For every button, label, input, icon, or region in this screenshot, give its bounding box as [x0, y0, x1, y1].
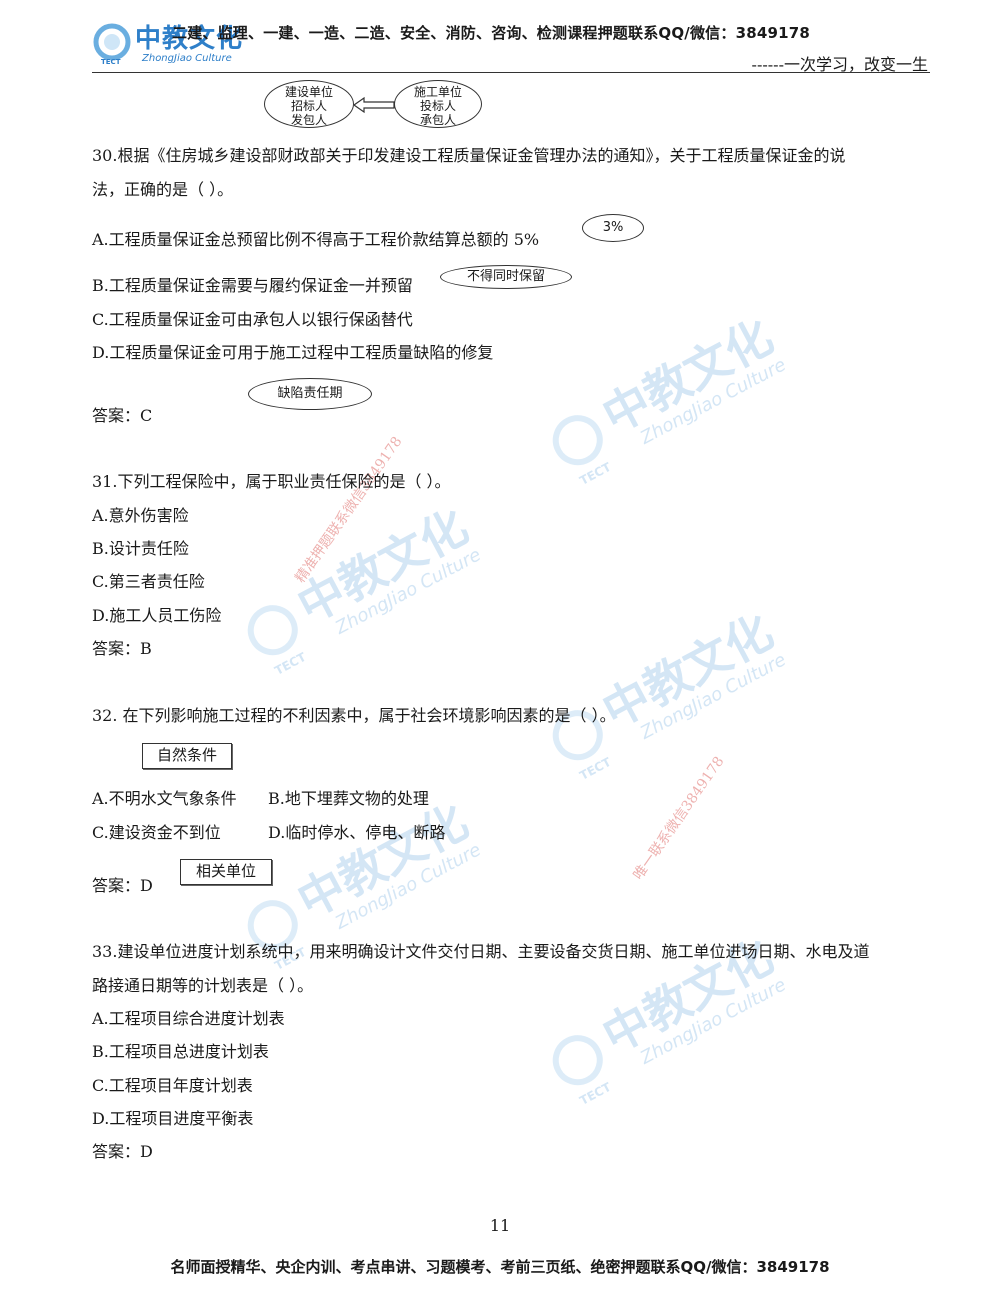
- arrow-left-icon: [354, 96, 395, 114]
- watermark-contact-text: 唯一联系微信3849178: [630, 753, 728, 883]
- option-b: B.工程质量保证金需要与履约保证金一并预留: [92, 276, 413, 295]
- option-a: A.不明水文气象条件: [92, 789, 237, 808]
- watermark-tect: TECT: [577, 1079, 614, 1108]
- logo-cn: 中教文化: [135, 24, 244, 54]
- oval-line: 施工单位: [413, 85, 462, 99]
- owner-oval: 建设单位 招标人 发包人: [264, 80, 354, 128]
- watermark-cn: 中教文化: [593, 309, 782, 444]
- question-stem: 33.建设单位进度计划系统中，用来明确设计文件交付日期、主要设备交货日期、施工单…: [92, 942, 870, 961]
- watermark-globe-icon: [543, 406, 612, 474]
- header-divider: [92, 72, 930, 73]
- oval-line: 发包人: [290, 113, 327, 127]
- answer: 答案：D: [92, 876, 153, 895]
- watermark-en: ZhongJiao Culture: [637, 649, 790, 744]
- logo-en: ZhongJiao Culture: [142, 53, 232, 64]
- watermark-cn: 中教文化: [593, 604, 782, 739]
- annotation-oval: 不得同时保留: [440, 265, 572, 289]
- answer: 答案：C: [92, 406, 153, 425]
- brand-logo: [92, 18, 242, 70]
- question-stem: 30.根据《住房城乡建设部财政部关于印发建设工程质量保证金管理办法的通知》，关于…: [92, 146, 846, 165]
- option-a: A.工程质量保证金总预留比例不得高于工程价款结算总额的 5%: [92, 230, 540, 249]
- option-d: D.施工人员工伤险: [92, 606, 222, 625]
- option-c: C.建设资金不到位: [92, 823, 221, 842]
- option-d: D.工程项目进度平衡表: [92, 1109, 254, 1128]
- watermark-en: ZhongJiao Culture: [332, 839, 485, 934]
- annotation-box: 自然条件: [142, 743, 232, 769]
- watermark-globe-icon: [238, 596, 307, 664]
- watermark-en: ZhongJiao Culture: [332, 544, 485, 639]
- option-b: B.地下埋葬文物的处理: [268, 789, 429, 808]
- question-stem: 31.下列工程保险中，属于职业责任保险的是（ ）。: [92, 472, 451, 491]
- footer-promo-text: 名师面授精华、央企内训、考点串讲、习题模考、考前三页纸、绝密押题联系QQ/微信：…: [170, 1258, 830, 1276]
- option-d: D.临时停水、停电、断路: [268, 823, 446, 842]
- annotation-oval: 缺陷责任期: [248, 378, 372, 410]
- option-c: C.工程质量保证金可由承包人以银行保函替代: [92, 310, 413, 329]
- watermark-logo: 中教文化 ZhongJiao Culture TECT: [527, 276, 813, 504]
- watermark-en: ZhongJiao Culture: [637, 974, 790, 1069]
- answer: 答案：D: [92, 1142, 153, 1161]
- oval-line: 承包人: [419, 113, 456, 127]
- annotation-box: 相关单位: [180, 859, 272, 885]
- watermark-tect: TECT: [577, 754, 614, 783]
- oval-line: 招标人: [290, 99, 327, 113]
- logo-tect: TECT: [101, 58, 121, 66]
- question-stem: 路接通日期等的计划表是（ ）。: [92, 976, 314, 995]
- watermark-logo: 中教文化 ZhongJiao Culture TECT: [527, 896, 813, 1124]
- header-promo-text: 二建、监理、一建、一造、二造、安全、消防、咨询、检测课程押题联系QQ/微信：38…: [172, 24, 811, 42]
- option-d: D.工程质量保证金可用于施工过程中工程质量缺陷的修复: [92, 343, 494, 362]
- question-stem: 法，正确的是（ ）。: [92, 180, 234, 199]
- watermark-en: ZhongJiao Culture: [637, 354, 790, 449]
- watermark-globe-icon: [543, 1026, 612, 1094]
- option-a: A.工程项目综合进度计划表: [92, 1009, 285, 1028]
- question-stem: 32. 在下列影响施工过程的不利因素中，属于社会环境影响因素的是（ ）。: [92, 706, 616, 725]
- watermark-tect: TECT: [272, 649, 309, 678]
- watermark-tect: TECT: [577, 459, 614, 488]
- globe-icon: [93, 23, 131, 61]
- option-c: C.工程项目年度计划表: [92, 1076, 253, 1095]
- page-number: 11: [489, 1216, 511, 1235]
- watermark-contact-text: 精准押题联系微信3849178: [292, 433, 406, 586]
- option-b: B.设计责任险: [92, 539, 189, 558]
- oval-line: 建设单位: [284, 85, 333, 99]
- annotation-oval: 3%: [582, 214, 644, 242]
- oval-line: 投标人: [419, 99, 456, 113]
- contractor-oval: 施工单位 投标人 承包人: [394, 80, 482, 128]
- option-c: C.第三者责任险: [92, 572, 205, 591]
- option-a: A.意外伤害险: [92, 506, 189, 525]
- option-b: B.工程项目总进度计划表: [92, 1042, 269, 1061]
- watermark-logo: 中教文化 ZhongJiao Culture TECT: [527, 571, 813, 799]
- header-slogan: ------一次学习，改变一生: [751, 55, 928, 74]
- answer: 答案：B: [92, 639, 152, 658]
